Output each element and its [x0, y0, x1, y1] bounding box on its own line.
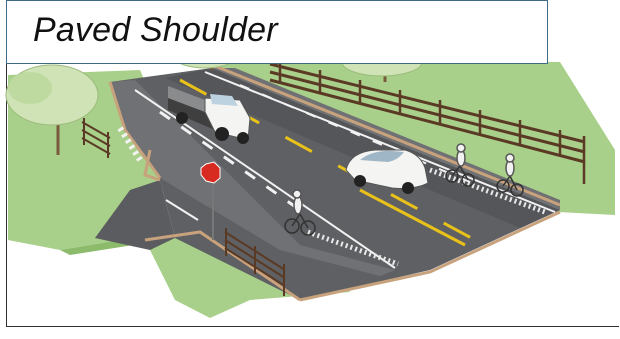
tree-left	[5, 64, 99, 155]
pickup-truck	[168, 86, 251, 144]
slide-title: Paved Shoulder	[33, 11, 278, 49]
title-box: Paved Shoulder	[6, 0, 548, 64]
cyclists	[284, 143, 524, 236]
sedan	[345, 149, 429, 194]
rumble-strip-far	[429, 167, 546, 215]
side-road-stop-bar	[165, 199, 199, 221]
side-road	[95, 180, 199, 250]
far-lane	[165, 68, 560, 228]
lane-dash-near	[159, 110, 301, 212]
paved-shoulder-near	[110, 80, 395, 276]
curbs	[108, 64, 561, 302]
centerline-2	[359, 188, 466, 247]
side-road-asphalt	[95, 180, 175, 250]
curb-bottom-left	[144, 230, 301, 302]
fence-bottom	[224, 228, 286, 296]
lane-dash-far	[239, 84, 471, 183]
curb-side-left	[143, 149, 161, 182]
stop-sign	[200, 161, 221, 240]
curb-near	[299, 210, 561, 302]
slide-frame	[6, 1, 619, 327]
cyclist-far-1	[445, 143, 475, 187]
rumble-strip-near	[307, 229, 399, 267]
cyclist-near	[284, 189, 316, 236]
fences	[81, 60, 586, 296]
paved-shoulder-far	[212, 68, 560, 210]
curb-far	[214, 64, 561, 207]
cyclist-far-2	[496, 153, 524, 197]
fence-left	[81, 118, 111, 158]
fence-far-right	[269, 60, 586, 184]
